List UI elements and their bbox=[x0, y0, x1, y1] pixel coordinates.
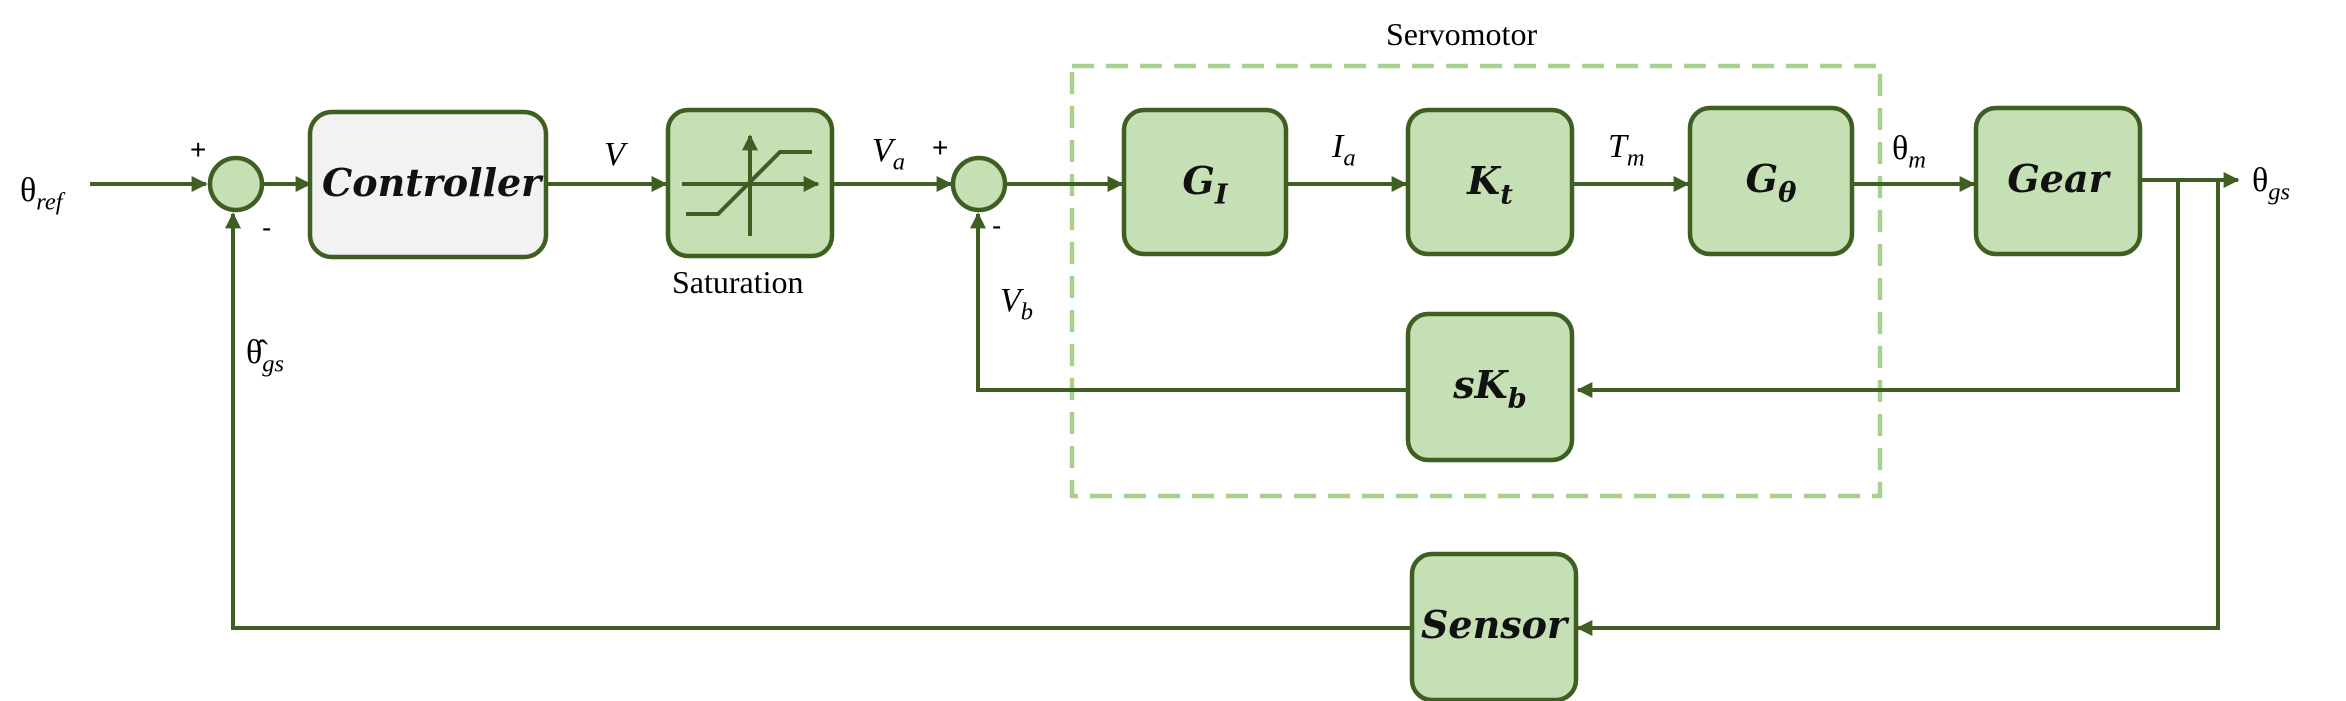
tm-sub: m bbox=[1626, 144, 1645, 172]
kt-label-sub: t bbox=[1500, 178, 1513, 211]
saturation-caption: Saturation bbox=[672, 264, 804, 300]
gtheta-label-sub: θ bbox=[1778, 176, 1797, 209]
saturation-icon bbox=[682, 134, 820, 236]
theta-ref-main: θ bbox=[20, 172, 37, 209]
gi-block bbox=[1121, 107, 1289, 257]
vb-sub: b bbox=[1020, 298, 1034, 326]
skb-label: sKb bbox=[1408, 366, 1572, 413]
kt-label: Kt bbox=[1408, 162, 1572, 209]
sensor-label: Sensor bbox=[1420, 602, 1567, 647]
theta-m-main: θ bbox=[1892, 130, 1909, 167]
gear-label: Gear bbox=[2007, 156, 2109, 201]
vb-main: V bbox=[1000, 282, 1021, 319]
servomotor-caption: Servomotor bbox=[1386, 16, 1538, 52]
wire-skb-to-sum2 bbox=[970, 212, 1406, 392]
theta-gs-main: θ bbox=[2252, 162, 2269, 199]
controller-label: Controller bbox=[322, 160, 542, 205]
theta-m-sub: m bbox=[1908, 146, 1926, 174]
theta-gs-sub: gs bbox=[2268, 178, 2291, 206]
theta-m-label: θm bbox=[1892, 130, 1926, 173]
ia-label: Ia bbox=[1332, 128, 1356, 171]
skb-label-main: sK bbox=[1453, 362, 1508, 407]
sum2-plus-sign: + bbox=[932, 132, 949, 163]
sum1-minus-sign: - bbox=[262, 212, 272, 243]
skb-label-sub: b bbox=[1507, 382, 1527, 415]
tm-main: T bbox=[1608, 128, 1627, 165]
theta-gs-label: θgs bbox=[2252, 162, 2290, 205]
servomotor-group-border bbox=[1069, 63, 1883, 499]
theta-gs-hat-sub: gs bbox=[262, 350, 285, 378]
gtheta-label-main: G bbox=[1745, 156, 1779, 201]
wire-output-to-sensor bbox=[1576, 180, 2220, 636]
wire-sensor-to-sum1 bbox=[225, 212, 1410, 630]
summing-junction-2 bbox=[950, 155, 1008, 213]
kt-label-main: K bbox=[1467, 158, 1501, 203]
va-main: V bbox=[872, 132, 893, 169]
controller-block bbox=[307, 109, 549, 260]
theta-gs-hat-label: θ̂gs bbox=[246, 334, 284, 377]
gtheta-block bbox=[1687, 105, 1855, 257]
ia-main: I bbox=[1332, 128, 1344, 165]
ia-sub: a bbox=[1343, 144, 1356, 172]
va-sub: a bbox=[892, 148, 906, 176]
skb-block bbox=[1405, 311, 1575, 463]
theta-ref-label: θref bbox=[20, 172, 63, 215]
v-label: V bbox=[604, 136, 625, 173]
summing-junction-1 bbox=[207, 155, 265, 213]
theta-ref-sub: ref bbox=[36, 188, 63, 216]
gi-label-main: G bbox=[1182, 158, 1215, 203]
gear-block bbox=[1973, 105, 2143, 257]
gtheta-label: Gθ bbox=[1690, 160, 1852, 207]
sum2-minus-sign: - bbox=[992, 210, 1002, 241]
tm-label: Tm bbox=[1608, 128, 1645, 171]
wire-output-to-skb bbox=[1576, 180, 2180, 398]
kt-block bbox=[1405, 107, 1575, 257]
theta-gs-hat-main: θ̂ bbox=[246, 334, 263, 371]
sensor-block bbox=[1409, 551, 1579, 701]
va-label: Va bbox=[872, 132, 905, 175]
gi-label: GI bbox=[1124, 162, 1286, 209]
sum1-plus-sign: + bbox=[190, 134, 207, 165]
vb-label: Vb bbox=[1000, 282, 1033, 325]
gi-label-sub: I bbox=[1214, 178, 1228, 211]
